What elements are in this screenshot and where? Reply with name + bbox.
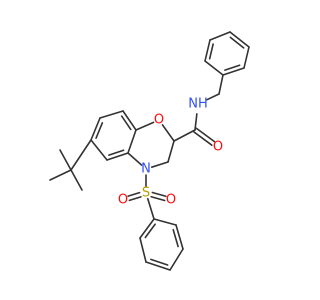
bond-a3-a4-a — [90, 117, 101, 141]
bond-c2-c3 — [167, 140, 175, 163]
bond-lines — [49, 31, 250, 271]
bond-cam-oam-a — [192, 130, 213, 147]
bond-tq-m3 — [49, 169, 72, 181]
bond-a3-a4-b — [95, 122, 104, 140]
bond-ch2-nh — [206, 93, 220, 101]
bond-a5-a6-b — [108, 149, 125, 156]
atom-label-o-s-right: O — [166, 193, 176, 208]
bond-p4-p5 — [169, 248, 184, 271]
bond-s-p1 — [146, 197, 155, 220]
bond-c2-oring — [161, 124, 175, 142]
bond-b6-b1-b — [224, 64, 241, 71]
bond-b4-b5-a — [229, 31, 250, 48]
atom-label-o-amide: O — [213, 140, 223, 155]
bond-b2-b3-a — [204, 39, 211, 62]
bond-p1-p2-a — [139, 218, 155, 239]
bond-s-os2-b — [151, 191, 167, 198]
bond-tq-m2 — [70, 169, 83, 191]
bond-b3-b4 — [209, 31, 231, 41]
atom-label-s: S — [142, 186, 150, 201]
bond-b4-b5-b — [229, 36, 245, 49]
bond-b5-b6 — [243, 46, 250, 69]
bond-cam-c2 — [173, 129, 196, 142]
bond-a6-a1 — [127, 129, 137, 154]
bond-p3-p4-a — [145, 261, 171, 271]
atom-label-n-ring: N — [141, 162, 151, 177]
atom-label-nh: NH — [188, 97, 208, 112]
bond-p2-p3 — [139, 237, 147, 263]
bond-p5-p6-a — [175, 224, 184, 250]
bond-nh-cam — [194, 113, 198, 131]
bond-cam-oam-b — [195, 127, 216, 143]
bond-a4-tq — [70, 139, 92, 171]
bond-tq-m1 — [59, 149, 72, 171]
bond-b1-b2 — [204, 60, 224, 76]
bond-s-os1-a — [127, 191, 141, 197]
bond-p5-p6-b — [172, 228, 179, 248]
bond-a4-a5 — [90, 139, 108, 161]
bond-a1-a2-b — [120, 115, 132, 131]
bond-p3-p4-b — [150, 258, 169, 266]
bond-s-os2-a — [150, 195, 166, 202]
bond-c3-nring — [150, 161, 169, 168]
bond-oring-a1 — [135, 121, 155, 131]
bond-b1-ch2 — [218, 74, 224, 95]
bond-nring-a6 — [127, 152, 143, 166]
bond-s-os1-b — [128, 196, 142, 202]
atom-label-o-s-left: O — [118, 193, 128, 208]
bond-p1-p2-b — [144, 223, 156, 239]
bond-a5-a6-a — [106, 152, 129, 161]
atom-label-o-ring: O — [154, 113, 164, 128]
bond-a1-a2-a — [122, 110, 137, 131]
bond-b6-b1-a — [222, 67, 245, 76]
bond-p6-p1 — [153, 218, 177, 226]
bond-b2-b3-b — [208, 43, 214, 60]
bond-a2-a3 — [99, 110, 124, 119]
